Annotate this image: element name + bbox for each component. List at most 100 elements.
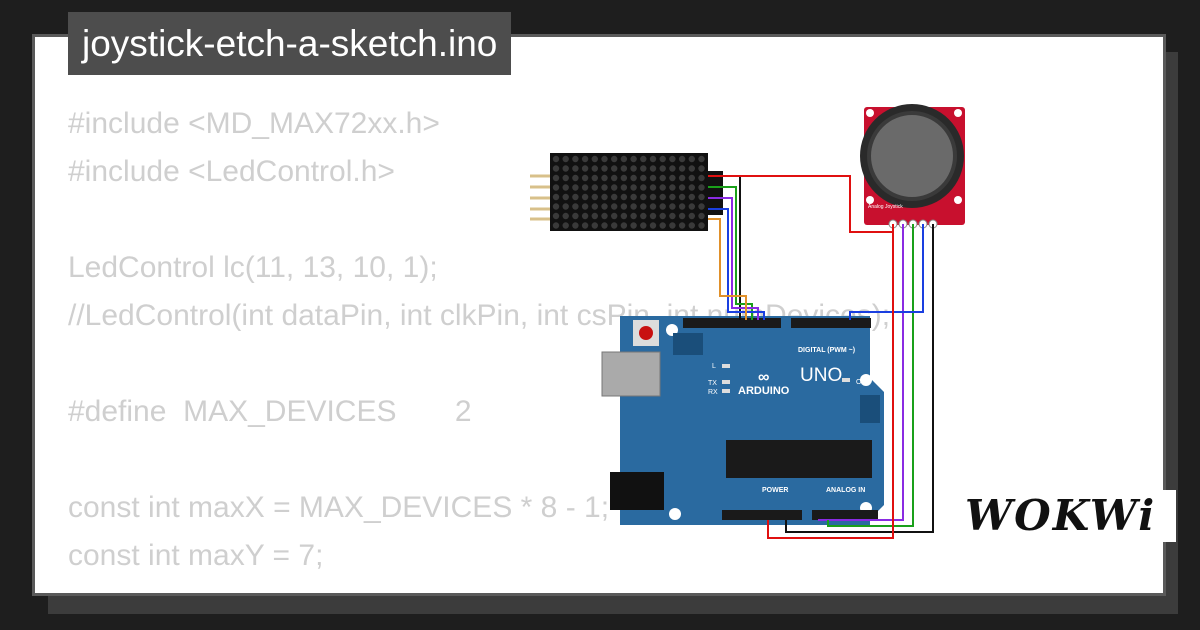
l-label: L (712, 363, 716, 370)
matrix-led (669, 184, 676, 191)
digital-header-label: DIGITAL (PWM ~) (798, 347, 855, 354)
matrix-led (620, 184, 628, 191)
wire-vcc-joystick (708, 175, 894, 233)
wire-vert-joystick (818, 224, 904, 521)
matrix-led (601, 193, 608, 201)
matrix-led (698, 174, 705, 182)
matrix-led (688, 174, 695, 182)
mount-hole (866, 196, 874, 204)
matrix-led (678, 222, 686, 229)
matrix-led (698, 222, 705, 229)
matrix-led (572, 184, 579, 191)
matrix-led (611, 222, 618, 229)
matrix-led (698, 193, 705, 201)
matrix-led (659, 165, 666, 172)
wires (708, 175, 934, 539)
matrix-led (698, 203, 705, 210)
matrix-led (688, 155, 695, 163)
code-line: #define MAX_DEVICES 2 (68, 395, 472, 428)
matrix-led (572, 203, 579, 210)
matrix-led (562, 222, 569, 229)
matrix-led (669, 203, 676, 210)
matrix-led (620, 222, 628, 229)
matrix-led (591, 222, 598, 229)
matrix-led (620, 174, 628, 182)
power-header (722, 510, 802, 520)
matrix-led (611, 155, 618, 163)
matrix-led (572, 222, 579, 229)
wire-din-matrix (708, 186, 753, 320)
matrix-led (630, 222, 637, 229)
code-line: const int maxX = MAX_DEVICES * 8 - 1; (68, 491, 610, 524)
matrix-led (552, 165, 560, 172)
matrix-led (688, 212, 695, 220)
code-line: LedControl lc(11, 13, 10, 1); (68, 251, 438, 284)
matrix-led (640, 193, 647, 201)
analog-header (812, 510, 878, 520)
matrix-led (601, 184, 608, 191)
matrix-led (601, 165, 608, 172)
matrix-led (640, 212, 647, 220)
matrix-led (630, 174, 637, 182)
matrix-led (611, 193, 618, 201)
sketch-title: joystick-etch-a-sketch.ino (68, 12, 512, 75)
board-model: UNO (800, 365, 842, 386)
power-header-label: POWER (762, 487, 788, 494)
matrix-led (562, 212, 569, 220)
matrix-led (620, 155, 628, 163)
matrix-led (669, 193, 676, 201)
matrix-led (591, 184, 598, 191)
matrix-led (591, 193, 598, 201)
wire-gnd-joystick (785, 224, 934, 533)
matrix-led (669, 212, 676, 220)
rx-label: RX (708, 389, 718, 396)
matrix-led (601, 174, 608, 182)
matrix-led (591, 212, 598, 220)
matrix-led (649, 222, 657, 229)
reset-button[interactable] (639, 326, 653, 340)
on-led (842, 378, 850, 382)
matrix-dots (552, 155, 705, 229)
matrix-led (601, 203, 608, 210)
matrix-led (591, 155, 598, 163)
mount-hole (669, 508, 681, 520)
matrix-led (620, 193, 628, 201)
usb-port (601, 351, 661, 397)
matrix-led (688, 203, 695, 210)
matrix-led (678, 193, 686, 201)
matrix-led (678, 155, 686, 163)
mount-hole (860, 374, 872, 386)
matrix-led (572, 174, 579, 182)
matrix-led (572, 165, 579, 172)
matrix-led (669, 222, 676, 229)
matrix-led (581, 155, 589, 163)
matrix-led (649, 193, 657, 201)
matrix-led (649, 174, 657, 182)
tx-led (722, 380, 730, 384)
matrix-led (581, 222, 589, 229)
matrix-led (620, 203, 628, 210)
power-jack (610, 472, 664, 510)
matrix-led (572, 193, 579, 201)
matrix-led (581, 184, 589, 191)
matrix-led (630, 165, 637, 172)
matrix-led (562, 184, 569, 191)
joystick-knob[interactable] (867, 111, 957, 201)
rx-led (722, 389, 730, 393)
matrix-led (630, 155, 637, 163)
matrix-led (649, 165, 657, 172)
matrix-led (669, 155, 676, 163)
matrix-led (611, 165, 618, 172)
icsp-header-2 (860, 395, 880, 423)
l-led (722, 364, 730, 368)
wire-sel-joystick (849, 224, 924, 320)
matrix-led (552, 222, 560, 229)
wire-horz-joystick (827, 224, 914, 527)
matrix-connector (707, 171, 723, 215)
code-line: #include <MD_MAX72xx.h> (68, 107, 440, 140)
code-preview: #include <MD_MAX72xx.h> #include <LedCon… (68, 100, 890, 580)
matrix-led (581, 212, 589, 220)
on-label: ON (856, 379, 867, 386)
matrix-led (649, 203, 657, 210)
matrix-led (572, 155, 579, 163)
